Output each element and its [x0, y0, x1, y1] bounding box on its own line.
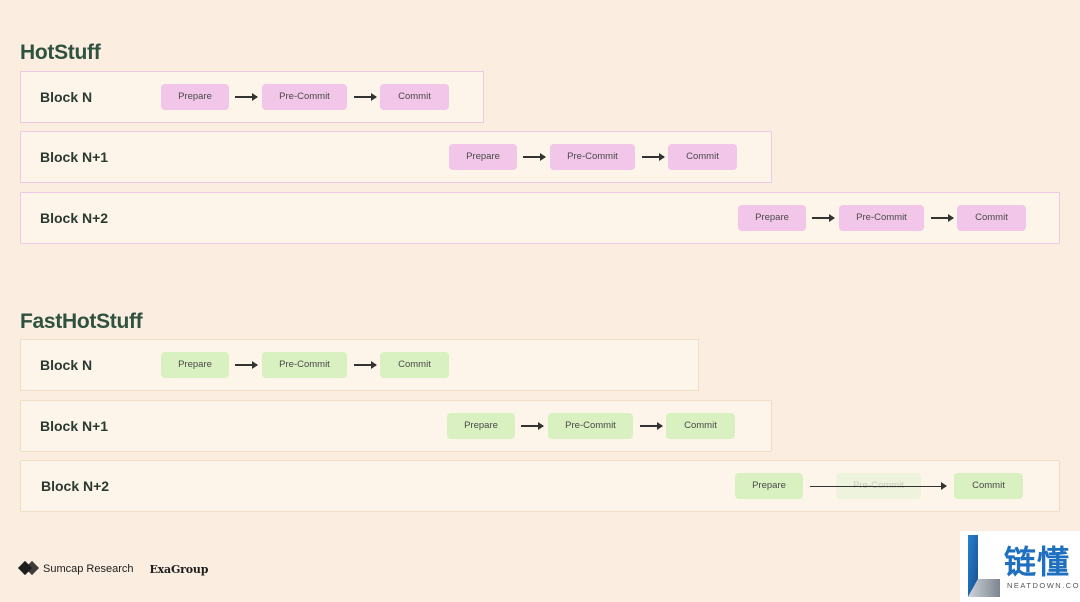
- hotstuff-block-n2: Block N+2 Prepare Pre-Commit Commit: [20, 192, 1060, 244]
- fasthotstuff-block-n: Block N Prepare Pre-Commit Commit: [20, 339, 699, 391]
- phase-pre-commit: Pre-Commit: [550, 144, 635, 170]
- block-label: Block N+1: [40, 149, 109, 165]
- hotstuff-block-n: Block N Prepare Pre-Commit Commit: [20, 71, 484, 123]
- block-label: Block N: [40, 89, 93, 105]
- watermark: 链懂 NEATDOWN.COM: [960, 531, 1080, 602]
- block-label: Block N+1: [40, 418, 109, 434]
- arrow-right-icon: [235, 361, 258, 369]
- arrow-right-icon: [812, 214, 835, 222]
- neatdown-logo-icon: [968, 535, 1000, 597]
- phase-commit: Commit: [380, 84, 449, 110]
- arrow-right-icon: [642, 153, 665, 161]
- brand-sumcap: Sumcap Research: [43, 563, 134, 575]
- phase-prepare: Prepare: [738, 205, 806, 231]
- phase-pre-commit: Pre-Commit: [262, 352, 347, 378]
- watermark-en: NEATDOWN.COM: [1007, 581, 1080, 590]
- block-label: Block N+2: [40, 210, 109, 226]
- footer: Sumcap Research ExaGroup: [20, 562, 208, 576]
- phase-prepare: Prepare: [447, 413, 515, 439]
- phase-commit: Commit: [954, 473, 1023, 499]
- phase-commit: Commit: [380, 352, 449, 378]
- fasthotstuff-block-n2: Block N+2 Prepare Pre-Commit Commit: [20, 460, 1060, 512]
- sumcap-logo-icon: [20, 562, 38, 576]
- block-label: Block N: [40, 357, 93, 373]
- fasthotstuff-block-n1: Block N+1 Prepare Pre-Commit Commit: [20, 400, 772, 452]
- brand-exagroup: ExaGroup: [149, 562, 209, 576]
- arrow-right-icon: [521, 422, 544, 430]
- phase-commit: Commit: [666, 413, 735, 439]
- arrow-right-icon: [523, 153, 546, 161]
- phase-pre-commit: Pre-Commit: [262, 84, 347, 110]
- phase-pre-commit: Pre-Commit: [548, 413, 633, 439]
- phase-prepare: Prepare: [735, 473, 803, 499]
- arrow-right-icon: [354, 93, 377, 101]
- phase-commit: Commit: [957, 205, 1026, 231]
- watermark-cn: 链懂: [1004, 543, 1071, 581]
- arrow-right-icon: [810, 482, 947, 490]
- arrow-right-icon: [931, 214, 954, 222]
- phase-prepare: Prepare: [161, 352, 229, 378]
- section-title-hotstuff: HotStuff: [20, 41, 101, 64]
- phase-prepare: Prepare: [449, 144, 517, 170]
- hotstuff-block-n1: Block N+1 Prepare Pre-Commit Commit: [20, 131, 772, 183]
- phase-prepare: Prepare: [161, 84, 229, 110]
- arrow-right-icon: [235, 93, 258, 101]
- arrow-right-icon: [640, 422, 663, 430]
- arrow-right-icon: [354, 361, 377, 369]
- phase-pre-commit: Pre-Commit: [839, 205, 924, 231]
- section-title-fasthotstuff: FastHotStuff: [20, 310, 143, 333]
- phase-commit: Commit: [668, 144, 737, 170]
- block-label: Block N+2: [41, 478, 110, 494]
